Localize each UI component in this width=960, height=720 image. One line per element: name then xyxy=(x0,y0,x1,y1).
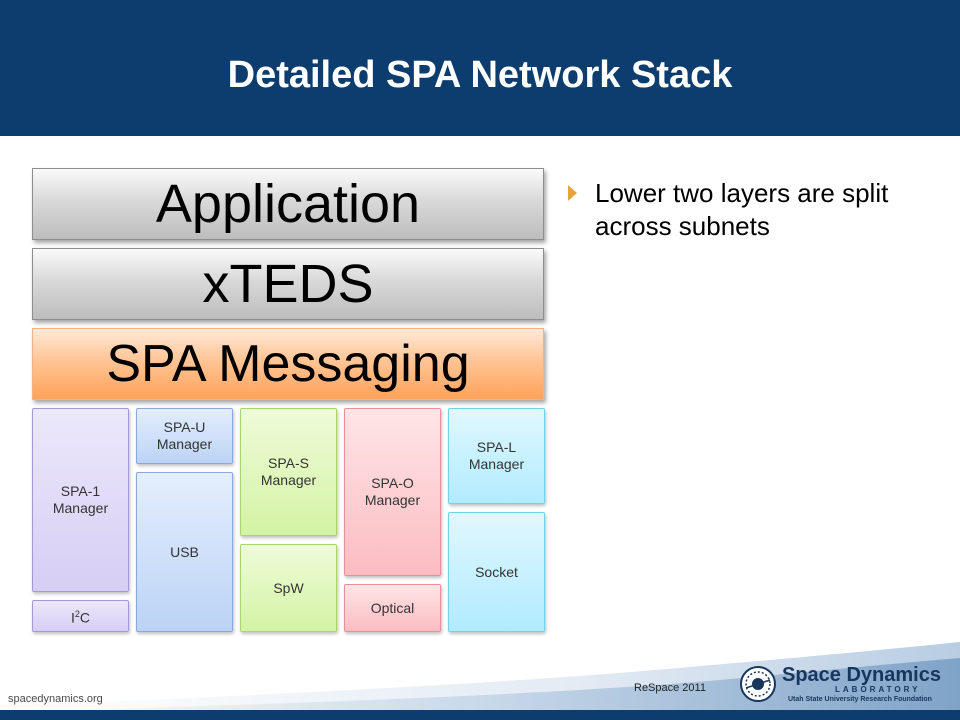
spal-manager-label: SPA-L Manager xyxy=(468,439,525,472)
spao-manager-box: SPA-O Manager xyxy=(344,408,441,576)
spw-box: SpW xyxy=(240,544,337,632)
footer-url[interactable]: spacedynamics.org xyxy=(8,693,103,705)
spao-manager-label: SPA-O Manager xyxy=(364,475,421,508)
layer-spa-messaging-label: SPA Messaging xyxy=(106,335,470,393)
spw-label: SpW xyxy=(273,579,304,596)
logo-laboratory: LABORATORY xyxy=(835,685,921,694)
optical-box: Optical xyxy=(344,584,441,632)
spau-manager-box: SPA-U Manager xyxy=(136,408,233,464)
logo-name: Space Dynamics xyxy=(782,664,941,686)
bullet-arrow-icon xyxy=(568,185,577,201)
footer-baseline xyxy=(0,710,960,720)
layer-xteds-label: xTEDS xyxy=(202,254,374,314)
i2c-box: I2C xyxy=(32,600,129,632)
spal-manager-box: SPA-L Manager xyxy=(448,408,545,504)
layer-application: Application xyxy=(32,168,544,240)
title-bar: Detailed SPA Network Stack xyxy=(0,0,960,136)
usb-box: USB xyxy=(136,472,233,632)
spas-manager-box: SPA-S Manager xyxy=(240,408,337,536)
layer-spa-messaging: SPA Messaging xyxy=(32,328,544,400)
spa1-manager-label: SPA-1 Manager xyxy=(52,483,109,516)
optical-label: Optical xyxy=(370,599,415,616)
bullet-item: Lower two layers are split across subnet… xyxy=(568,177,928,243)
sdl-seal-icon xyxy=(740,666,776,702)
bullet-text: Lower two layers are split across subnet… xyxy=(595,178,889,241)
spau-manager-label: SPA-U Manager xyxy=(156,419,213,452)
layer-application-label: Application xyxy=(155,174,421,234)
layer-xteds: xTEDS xyxy=(32,248,544,320)
i2c-label: I2C xyxy=(70,608,91,626)
usb-label: USB xyxy=(170,543,199,560)
spa1-manager-box: SPA-1 Manager xyxy=(32,408,129,592)
logo-foundation: Utah State University Research Foundatio… xyxy=(788,696,932,703)
socket-box: Socket xyxy=(448,512,545,632)
spas-manager-label: SPA-S Manager xyxy=(260,455,317,488)
slide-title: Detailed SPA Network Stack xyxy=(227,54,733,96)
footer-conference: ReSpace 2011 xyxy=(634,682,706,694)
socket-label: Socket xyxy=(475,563,518,580)
